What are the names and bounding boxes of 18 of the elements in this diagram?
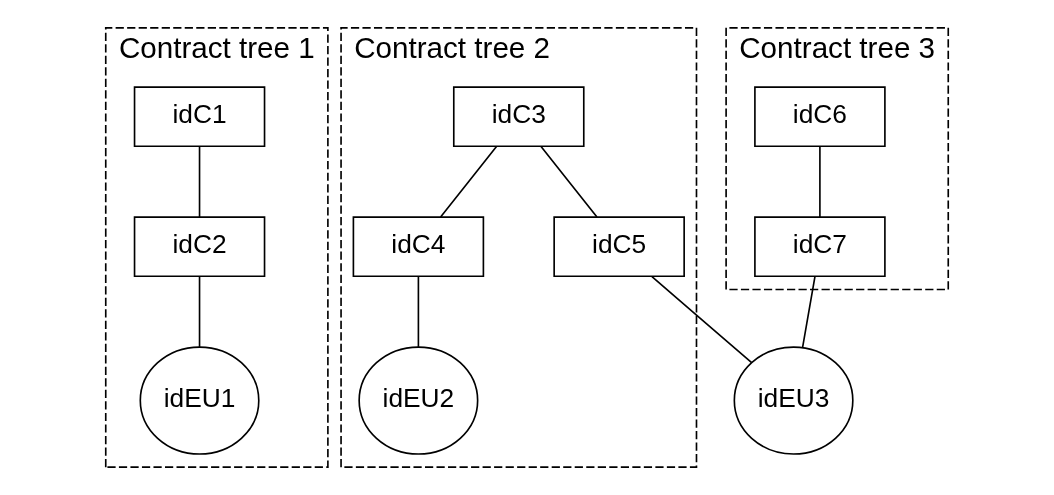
- connector: [819, 145, 821, 218]
- connector: [417, 275, 420, 348]
- node-circle: idEU2: [358, 346, 479, 455]
- node-box: idC2: [133, 216, 266, 278]
- connector: [801, 275, 816, 349]
- node-circle: idEU1: [139, 346, 260, 455]
- node-box: idC3: [452, 86, 585, 148]
- node-box: idC4: [352, 216, 485, 278]
- node-box: idC5: [553, 216, 685, 278]
- connector: [540, 145, 598, 218]
- connector: [651, 275, 753, 364]
- node-circle: idEU3: [733, 346, 854, 455]
- node-box: idC7: [754, 216, 886, 278]
- connector: [198, 275, 201, 348]
- connector: [198, 145, 201, 218]
- node-box: idC1: [133, 86, 266, 148]
- connector: [439, 145, 498, 218]
- node-box: idC6: [754, 86, 886, 148]
